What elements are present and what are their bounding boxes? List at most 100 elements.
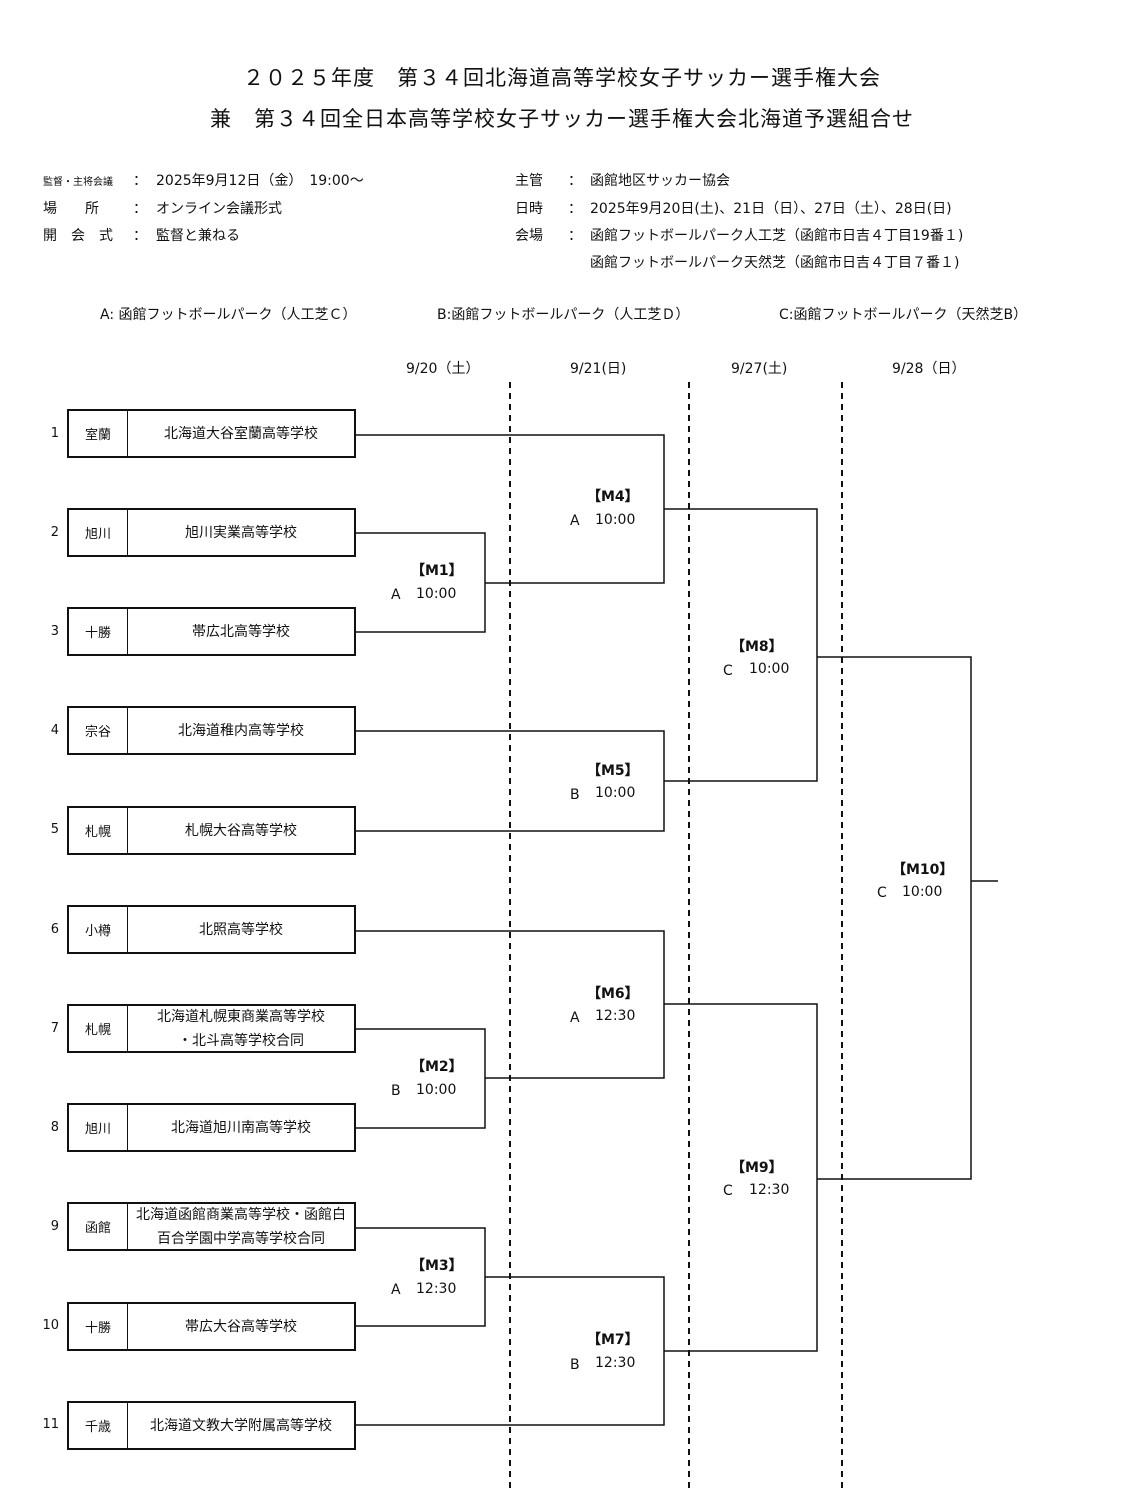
team-school: 帯広北高等学校 xyxy=(128,609,354,654)
team-region: 十勝 xyxy=(69,1304,128,1349)
team-school: 札幌大谷高等学校 xyxy=(128,808,354,853)
place-label: 場 所 xyxy=(43,201,99,217)
place-sep: ： xyxy=(133,201,147,217)
match-time-m10: 10:00 xyxy=(902,884,943,900)
seed-number: 4 xyxy=(50,723,59,738)
team-school-line1: 北海道大谷室蘭高等学校 xyxy=(164,425,318,442)
match-id-m2: 【M2】 xyxy=(411,1059,463,1075)
seed-number: 8 xyxy=(50,1120,59,1135)
match-time-m8: 10:00 xyxy=(749,661,790,677)
round-date-1: 9/20（土） xyxy=(406,361,480,377)
match-id-m7: 【M7】 xyxy=(587,1332,639,1348)
match-id-m1: 【M1】 xyxy=(411,563,463,579)
seed-number: 11 xyxy=(42,1417,59,1432)
team-box: 札幌 札幌大谷高等学校 xyxy=(67,806,356,855)
venue-legend-a: A: 函館フットボールパーク（人工芝Ｃ） xyxy=(100,307,357,323)
team-school-line1: 北海道旭川南高等学校 xyxy=(171,1119,311,1136)
team-school-line1: 北海道函館商業高等学校・函館白 xyxy=(136,1206,346,1223)
dates-sep: ： xyxy=(568,201,582,217)
venue-value-1: 函館フットボールパーク人工芝（函館市日吉４丁目19番１) xyxy=(590,228,964,244)
ceremony-sep: ： xyxy=(133,228,147,244)
seed-number: 9 xyxy=(50,1219,59,1234)
organizer-label: 主管 xyxy=(515,173,543,189)
match-id-m3: 【M3】 xyxy=(411,1258,463,1274)
team-box: 小樽 北照高等学校 xyxy=(67,905,356,954)
match-venue-m3: A xyxy=(391,1282,401,1298)
bracket-m3 xyxy=(356,1227,486,1327)
team-region: 札幌 xyxy=(69,1006,128,1051)
team-school-line1: 北照高等学校 xyxy=(199,921,283,938)
seed-number: 10 xyxy=(42,1318,59,1333)
team-school: 北海道稚内高等学校 xyxy=(128,708,354,753)
team-region: 宗谷 xyxy=(69,708,128,753)
match-venue-m4: A xyxy=(570,513,580,529)
team-region: 小樽 xyxy=(69,907,128,952)
seed-number: 5 xyxy=(50,822,59,837)
match-time-m4: 10:00 xyxy=(595,512,636,528)
team-box: 十勝 帯広大谷高等学校 xyxy=(67,1302,356,1351)
team-school-line2: 百合学園中学高等学校合同 xyxy=(157,1230,325,1247)
page-title-line2: 兼 第３４回全日本高等学校女子サッカー選手権大会北海道予選組合せ xyxy=(210,107,914,131)
team-region: 室蘭 xyxy=(69,411,128,456)
match-time-m2: 10:00 xyxy=(416,1082,457,1098)
match-time-m6: 12:30 xyxy=(595,1008,636,1024)
bracket-m2 xyxy=(356,1028,486,1129)
team-school: 北照高等学校 xyxy=(128,907,354,952)
match-venue-m7: B xyxy=(570,1357,580,1373)
match-venue-m5: B xyxy=(570,787,580,803)
team-school: 北海道函館商業高等学校・函館白百合学園中学高等学校合同 xyxy=(128,1204,354,1249)
dates-value: 2025年9月20日(土)、21日（日）、27日（土）、28日(日) xyxy=(590,201,952,217)
team-school-line1: 帯広北高等学校 xyxy=(192,623,290,640)
organizer-sep: ： xyxy=(568,173,582,189)
ceremony-value: 監督と兼ねる xyxy=(156,228,240,244)
match-venue-m6: A xyxy=(570,1010,580,1026)
team-school-line1: 旭川実業高等学校 xyxy=(185,524,297,541)
bracket-m8 xyxy=(664,508,818,782)
page-title-line1: ２０２５年度 第３４回北海道高等学校女子サッカー選手権大会 xyxy=(243,66,881,90)
venue-sep: ： xyxy=(568,228,582,244)
team-school-line1: 北海道札幌東商業高等学校 xyxy=(157,1008,325,1025)
team-box: 室蘭 北海道大谷室蘭高等学校 xyxy=(67,409,356,458)
seed-number: 6 xyxy=(50,922,59,937)
match-id-m10: 【M10】 xyxy=(892,862,954,878)
match-time-m9: 12:30 xyxy=(749,1182,790,1198)
match-time-m5: 10:00 xyxy=(595,785,636,801)
meeting-value: 2025年9月12日（金） 19:00～ xyxy=(156,173,364,189)
match-id-m5: 【M5】 xyxy=(587,763,639,779)
bracket-m1 xyxy=(356,532,486,633)
meeting-sep: ： xyxy=(133,173,147,189)
team-box: 宗谷 北海道稚内高等学校 xyxy=(67,706,356,755)
match-id-m8: 【M8】 xyxy=(731,639,783,655)
team-school-line1: 帯広大谷高等学校 xyxy=(185,1318,297,1335)
team-school: 北海道文教大学附属高等学校 xyxy=(128,1403,354,1448)
round-date-4: 9/28（日） xyxy=(892,361,966,377)
team-school-line2: ・北斗高等学校合同 xyxy=(178,1032,304,1049)
team-school-line1: 北海道文教大学附属高等学校 xyxy=(150,1417,332,1434)
team-box: 函館 北海道函館商業高等学校・函館白百合学園中学高等学校合同 xyxy=(67,1202,356,1251)
team-school: 北海道札幌東商業高等学校・北斗高等学校合同 xyxy=(128,1006,354,1051)
bracket-m9 xyxy=(664,1003,818,1352)
match-venue-m8: C xyxy=(723,663,733,679)
team-box: 札幌 北海道札幌東商業高等学校・北斗高等学校合同 xyxy=(67,1004,356,1053)
bracket-m10 xyxy=(817,656,972,1180)
team-region: 千歳 xyxy=(69,1403,128,1448)
match-id-m9: 【M9】 xyxy=(731,1160,783,1176)
team-box: 十勝 帯広北高等学校 xyxy=(67,607,356,656)
team-region: 札幌 xyxy=(69,808,128,853)
match-time-m7: 12:30 xyxy=(595,1355,636,1371)
venue-legend-c: C:函館フットボールパーク（天然芝B） xyxy=(779,307,1028,323)
team-region: 旭川 xyxy=(69,510,128,555)
team-school-line1: 札幌大谷高等学校 xyxy=(185,822,297,839)
organizer-value: 函館地区サッカー協会 xyxy=(590,173,730,189)
venue-label: 会場 xyxy=(515,228,543,244)
dates-label: 日時 xyxy=(515,201,543,217)
match-id-m6: 【M6】 xyxy=(587,986,639,1002)
team-box: 旭川 旭川実業高等学校 xyxy=(67,508,356,557)
team-school-line1: 北海道稚内高等学校 xyxy=(178,722,304,739)
team-school: 北海道大谷室蘭高等学校 xyxy=(128,411,354,456)
seed-number: 7 xyxy=(50,1021,59,1036)
match-time-m3: 12:30 xyxy=(416,1281,457,1297)
place-value: オンライン会議形式 xyxy=(156,201,282,217)
team-school: 北海道旭川南高等学校 xyxy=(128,1105,354,1150)
